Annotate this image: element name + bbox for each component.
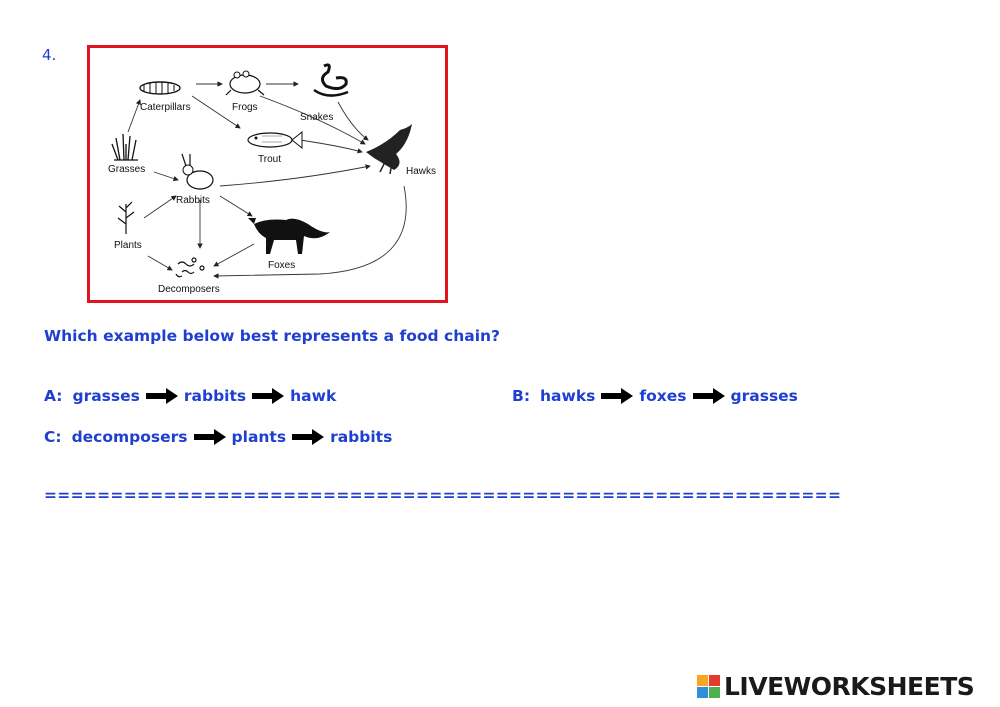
hawk-icon — [366, 124, 412, 175]
answer-b-item-3: grasses — [730, 387, 798, 405]
arrow-right-icon — [601, 388, 634, 404]
arrow-right-icon — [692, 388, 725, 404]
grasses-icon — [111, 133, 138, 161]
question-text: Which example below best represents a fo… — [44, 327, 501, 345]
arrow-right-icon — [193, 429, 226, 445]
answer-c-item-3: rabbits — [330, 428, 393, 446]
label-hawks: Hawks — [406, 166, 436, 177]
answer-c-item-2: plants — [231, 428, 287, 446]
rabbit-icon — [181, 153, 214, 190]
answer-a-item-3: hawk — [290, 387, 337, 405]
trout-icon — [247, 130, 303, 150]
caterpillar-icon — [139, 81, 181, 95]
food-web-diagram: Caterpillars Frogs Snakes Trout Hawks Gr… — [87, 45, 448, 303]
label-foxes: Foxes — [268, 260, 295, 271]
label-trout: Trout — [258, 154, 281, 165]
label-decomposers: Decomposers — [158, 284, 220, 295]
answer-c-item-1: decomposers — [71, 428, 188, 446]
answer-a-item-1: grasses — [72, 387, 140, 405]
label-plants: Plants — [114, 240, 142, 251]
food-web-arrows — [127, 81, 407, 279]
arrow-right-icon — [145, 388, 178, 404]
decomposers-icon — [175, 257, 205, 278]
label-frogs: Frogs — [232, 102, 258, 113]
answer-a-prefix: A: — [44, 387, 63, 405]
food-web-svg: Caterpillars Frogs Snakes Trout Hawks Gr… — [108, 63, 436, 295]
separator-line: ========================================… — [44, 486, 842, 504]
label-rabbits: Rabbits — [176, 195, 210, 206]
snake-icon — [313, 63, 349, 97]
arrow-right-icon — [292, 429, 325, 445]
answer-c[interactable]: C: decomposers plants rabbits — [44, 428, 392, 446]
logo-text: LIVEWORKSHEETS — [724, 672, 975, 701]
answer-c-prefix: C: — [44, 428, 62, 446]
liveworksheets-logo[interactable]: LIVEWORKSHEETS — [697, 672, 975, 701]
label-caterpillars: Caterpillars — [140, 102, 191, 113]
answer-b-prefix: B: — [512, 387, 531, 405]
label-grasses: Grasses — [108, 164, 145, 175]
question-number: 4. — [42, 46, 57, 64]
frog-icon — [225, 70, 265, 96]
answer-b[interactable]: B: hawks foxes grasses — [512, 387, 798, 405]
answer-b-item-2: foxes — [639, 387, 687, 405]
answer-a[interactable]: A: grasses rabbits hawk — [44, 387, 336, 405]
label-snakes: Snakes — [300, 112, 333, 123]
arrow-right-icon — [252, 388, 285, 404]
plants-icon — [117, 201, 135, 234]
answer-a-item-2: rabbits — [183, 387, 247, 405]
fox-icon — [248, 218, 330, 254]
logo-blocks-icon — [697, 675, 720, 698]
answer-b-item-1: hawks — [540, 387, 596, 405]
